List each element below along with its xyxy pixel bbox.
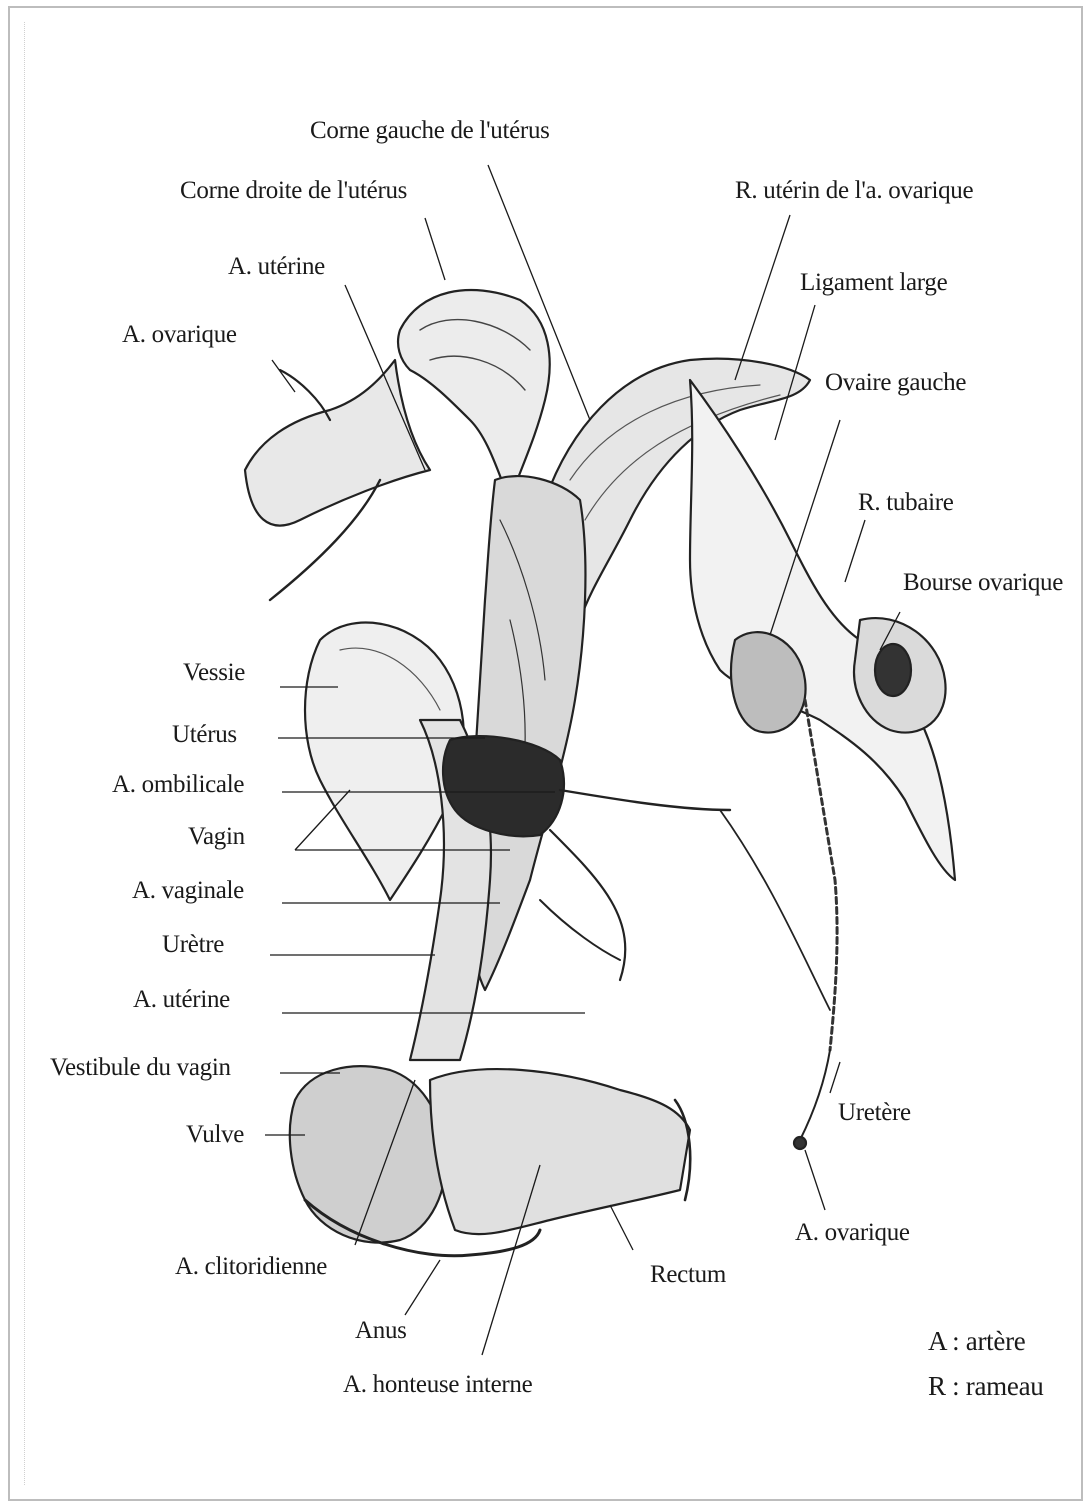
vulva xyxy=(290,1066,446,1242)
leader-r-uterin xyxy=(735,215,790,380)
left-ovarian-artery xyxy=(800,1050,830,1140)
label-ovaire-gauche: Ovaire gauche xyxy=(825,370,966,395)
label-rectum: Rectum xyxy=(650,1262,726,1287)
legend-rameau: R : rameau xyxy=(928,1373,1043,1400)
label-r-tubaire: R. tubaire xyxy=(858,490,954,515)
leader-uretere xyxy=(830,1062,840,1093)
legend-artere: A : artère xyxy=(928,1328,1025,1355)
label-ligament-large: Ligament large xyxy=(800,270,947,295)
right-broad-ligament xyxy=(245,360,430,526)
label-uretere: Uretère xyxy=(838,1100,911,1125)
leader-r-tubaire xyxy=(845,520,865,582)
label-r-uterin-ovarique: R. utérin de l'a. ovarique xyxy=(735,178,973,203)
label-a-ovarique-top: A. ovarique xyxy=(122,322,237,347)
label-anus: Anus xyxy=(355,1318,407,1343)
label-vestibule: Vestibule du vagin xyxy=(50,1055,231,1080)
umbilical-artery xyxy=(560,790,730,810)
leader-rectum xyxy=(610,1205,633,1250)
label-a-ovarique-bottom: A. ovarique xyxy=(795,1220,910,1245)
label-corne-gauche: Corne gauche de l'utérus xyxy=(310,118,550,143)
ureter xyxy=(805,700,837,1050)
label-a-ombilicale: A. ombilicale xyxy=(112,772,244,797)
label-uterus: Utérus xyxy=(172,722,237,747)
label-a-clitoridienne: A. clitoridienne xyxy=(175,1254,327,1279)
label-a-uterine-top: A. utérine xyxy=(228,254,325,279)
label-uretre: Urètre xyxy=(162,932,224,957)
label-a-vaginale: A. vaginale xyxy=(132,878,244,903)
label-a-honteuse: A. honteuse interne xyxy=(343,1372,532,1397)
rectum xyxy=(430,1069,690,1234)
label-vulve: Vulve xyxy=(186,1122,244,1147)
leader-corne-droite xyxy=(425,218,445,280)
leader-anus xyxy=(405,1260,440,1315)
label-vessie: Vessie xyxy=(183,660,245,685)
label-a-uterine-bottom: A. utérine xyxy=(133,987,230,1012)
label-corne-droite: Corne droite de l'utérus xyxy=(180,178,407,203)
leader-a-ovarique-bottom xyxy=(805,1150,825,1210)
label-bourse-ovarique: Bourse ovarique xyxy=(903,570,1063,595)
label-vagin: Vagin xyxy=(188,824,245,849)
